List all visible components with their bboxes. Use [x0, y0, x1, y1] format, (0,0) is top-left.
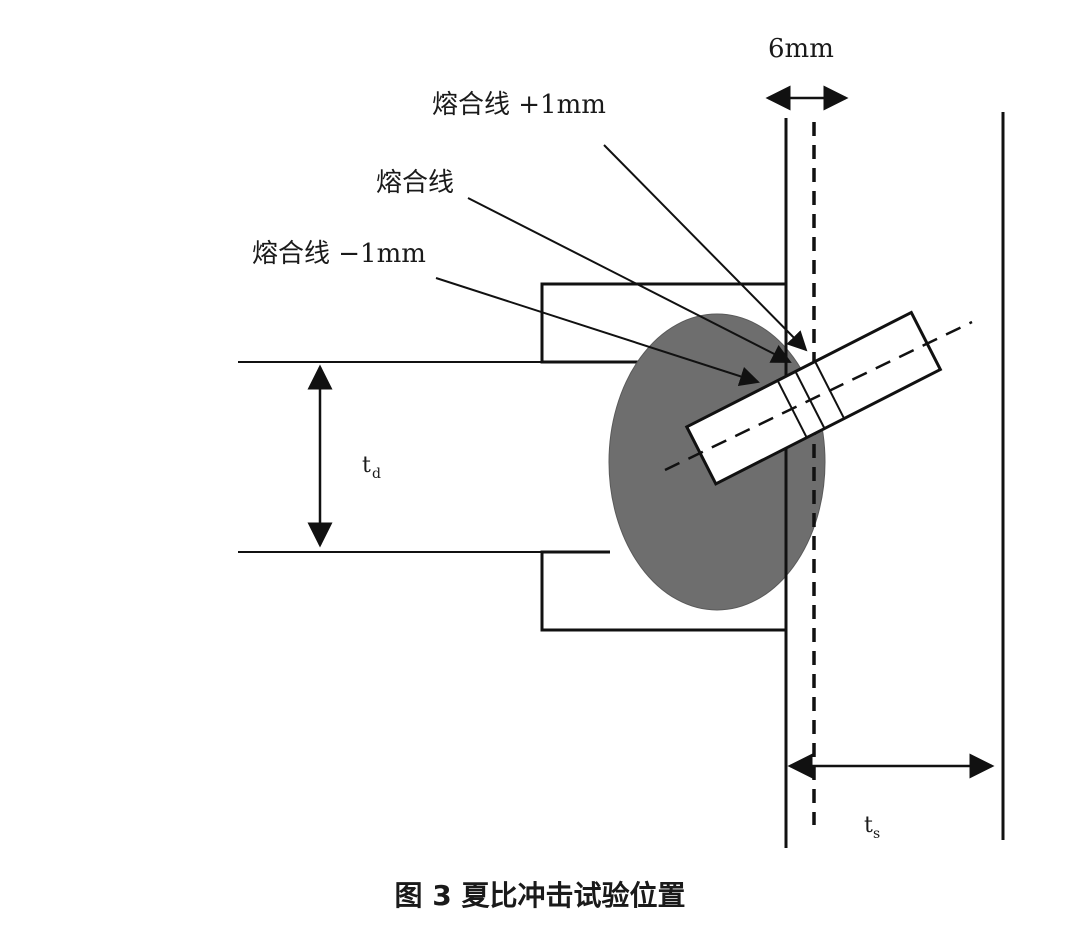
label-ts-subscript: s [873, 826, 880, 842]
weld-box-top [540, 282, 786, 364]
label-ts: t [864, 813, 873, 838]
figure-caption: 图 3 夏比冲击试验位置 [395, 879, 686, 912]
leader-fusion-plus [603, 144, 808, 352]
weld-box-bottom [540, 550, 786, 632]
leader-fusion-minus [435, 277, 760, 386]
label-fusion-plus: 熔合线 +1mm [432, 90, 606, 120]
leader-fusion [467, 197, 792, 363]
specimen-centerline [664, 320, 973, 472]
label-td: t [362, 453, 371, 478]
label-td-subscript: d [372, 466, 381, 482]
label-fusion-minus: 熔合线 −1mm [252, 239, 426, 269]
label-6mm: 6mm [768, 34, 834, 64]
label-fusion: 熔合线 [376, 168, 454, 198]
